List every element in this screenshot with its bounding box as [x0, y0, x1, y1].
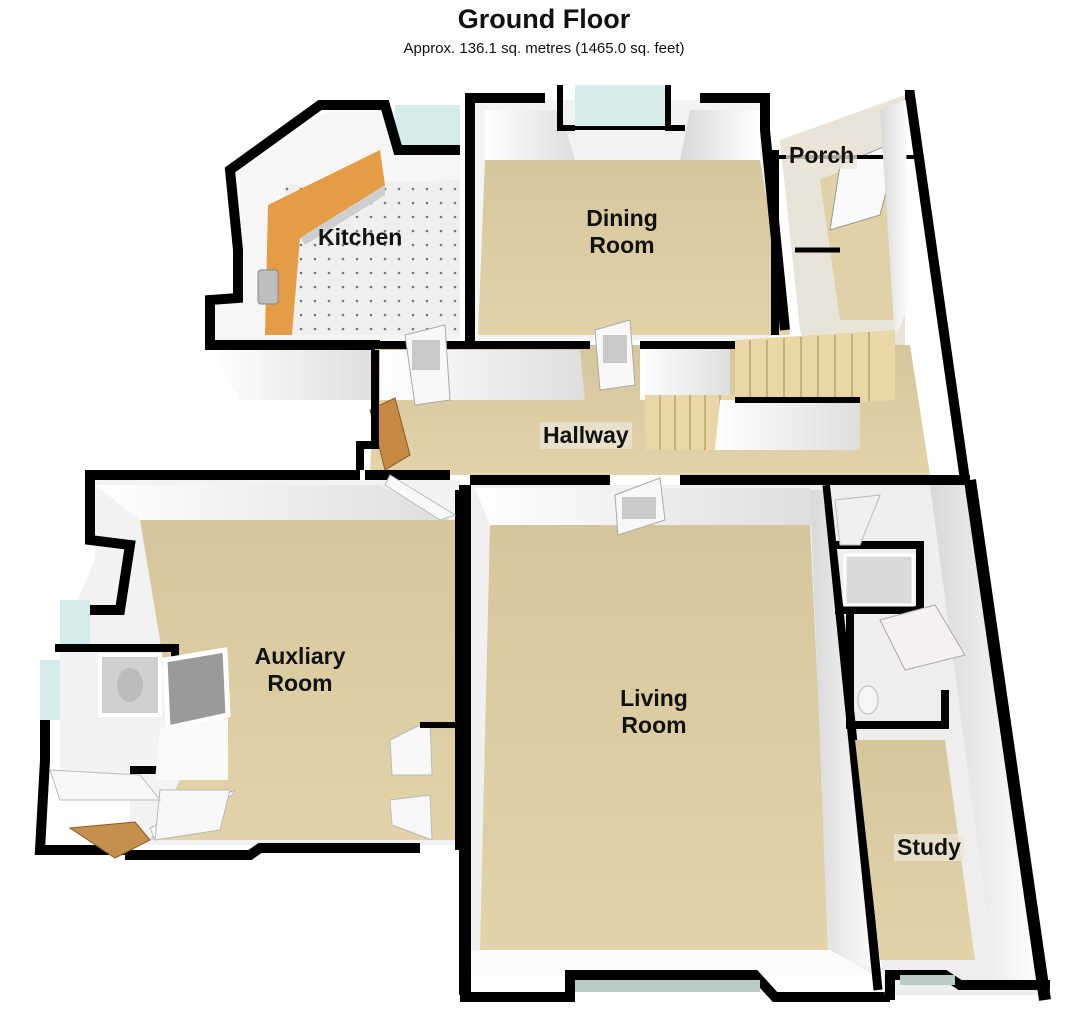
- study-label: Study: [894, 834, 964, 861]
- closet-door: [389, 719, 433, 776]
- floor-title: Ground Floor: [457, 4, 631, 34]
- porch-label: Porch: [786, 142, 858, 169]
- living-room-label: Living Room: [620, 685, 688, 738]
- kitchen-label: Kitchen: [318, 224, 403, 250]
- hallway-label: Hallway: [540, 422, 632, 449]
- kitchen: [205, 100, 460, 400]
- kitchen-worktop: [265, 150, 385, 335]
- staircase: [645, 330, 895, 450]
- study: [830, 479, 1051, 1001]
- wc-window: [40, 660, 60, 720]
- shower-cabinet: [843, 553, 915, 607]
- auxiliary-room-label: Auxliary Room: [254, 643, 346, 696]
- floor-area: Approx. 136.1 sq. metres (1465.0 sq. fee…: [403, 40, 685, 57]
- toilet-icon: [117, 668, 143, 702]
- aux-window: [60, 600, 90, 650]
- cupboard-door: [68, 821, 151, 859]
- living-window: [575, 980, 760, 992]
- kitchen-window: [395, 105, 460, 145]
- dining-room: [465, 85, 790, 345]
- wc-door-right: [879, 604, 966, 671]
- hallway: [356, 319, 970, 485]
- auxiliary-room: [34, 470, 465, 860]
- wc-door: [49, 769, 162, 801]
- living-room: [459, 477, 890, 1002]
- study-window: [900, 975, 955, 985]
- cabinet: [162, 647, 231, 732]
- dining-room-label: Dining Room: [586, 205, 658, 258]
- sink-icon: [257, 269, 279, 305]
- front-door: [369, 397, 411, 471]
- aux-hall-door: [384, 474, 457, 521]
- toilet-icon-right: [857, 685, 879, 715]
- dining-bay-window: [575, 85, 670, 130]
